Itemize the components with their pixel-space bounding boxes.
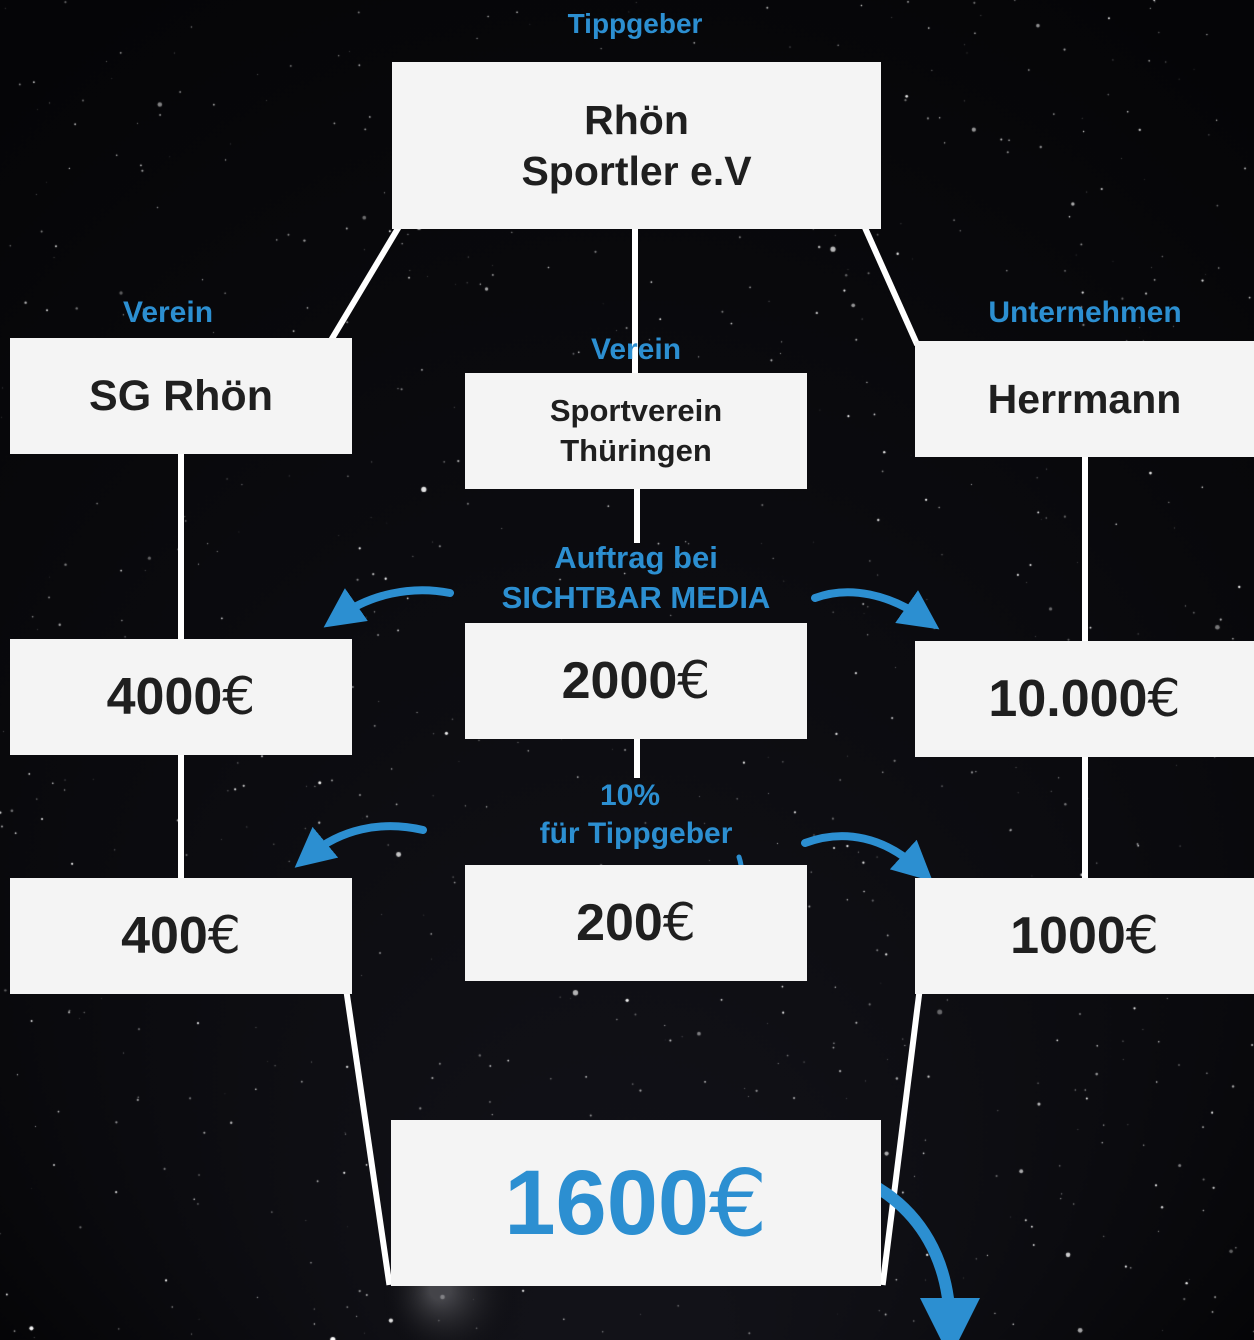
right-order-currency: € (1147, 669, 1181, 729)
box-herrmann: Herrmann (915, 341, 1254, 457)
box-right-order-value: 10.000€ (915, 641, 1254, 757)
box-right-commission-value: 1000€ (915, 878, 1254, 994)
sg-rhoen-name: SG Rhön (89, 371, 273, 420)
rhoen-sportler-line2: Sportler e.V (521, 147, 752, 194)
herrmann-name: Herrmann (987, 375, 1182, 422)
center-order-amount: 2000 (561, 652, 678, 710)
connector-top-left (328, 225, 402, 342)
role-label-tippgeber: Tippgeber (567, 8, 703, 39)
connector-left-total (343, 991, 393, 1286)
commission-label-line2: für Tippgeber (539, 817, 733, 850)
box-rhoen-sportler: Rhön Sportler e.V (392, 62, 881, 229)
arrow-down-curved-icon (863, 1177, 980, 1340)
right-commission-currency: € (1125, 906, 1159, 966)
left-commission-amount: 400 (121, 907, 208, 965)
order-label-line1: Auftrag bei (554, 540, 718, 575)
box-center-order-value: 2000€ (465, 623, 807, 739)
role-label-verein-left: Verein (122, 296, 214, 329)
center-order-currency: € (677, 651, 711, 711)
center-commission-amount: 200 (576, 894, 663, 952)
box-total-value: 1600€ (391, 1120, 881, 1286)
order-label-line2: SICHTBAR MEDIA (501, 580, 771, 615)
commission-label: 10% für Tippgeber (465, 777, 807, 853)
box-center-commission-value: 200€ (465, 865, 807, 981)
connector-right-total (879, 991, 923, 1286)
box-left-commission-value: 400€ (10, 878, 352, 994)
commission-label-line1: 10% (599, 779, 661, 812)
sportverein-line1: Sportverein (549, 393, 723, 428)
arrow-right-curved-icon (801, 832, 933, 882)
sportverein-line2: Thüringen (560, 433, 712, 468)
total-currency: € (709, 1149, 768, 1257)
right-order-amount: 10.000 (988, 670, 1148, 728)
role-label-unternehmen: Unternehmen (988, 296, 1182, 329)
box-sportverein-thueringen: Sportverein Thüringen (465, 373, 807, 489)
center-commission-currency: € (662, 893, 696, 953)
left-commission-currency: € (207, 906, 241, 966)
connector-top-right (862, 226, 920, 346)
role-label-verein-center: Verein (590, 333, 682, 366)
left-order-amount: 4000 (106, 668, 223, 726)
order-label: Auftrag bei SICHTBAR MEDIA (465, 538, 807, 618)
box-sg-rhoen: SG Rhön (10, 338, 352, 454)
arrow-right-curved-icon (811, 588, 940, 630)
total-amount: 1600 (504, 1151, 710, 1254)
box-left-order-value: 4000€ (10, 639, 352, 755)
left-order-currency: € (222, 667, 256, 727)
right-commission-amount: 1000 (1010, 907, 1126, 965)
arrow-left-curved-icon (323, 586, 454, 628)
rhoen-sportler-line1: Rhön (584, 96, 689, 143)
arrow-left-curved-icon (294, 822, 427, 868)
